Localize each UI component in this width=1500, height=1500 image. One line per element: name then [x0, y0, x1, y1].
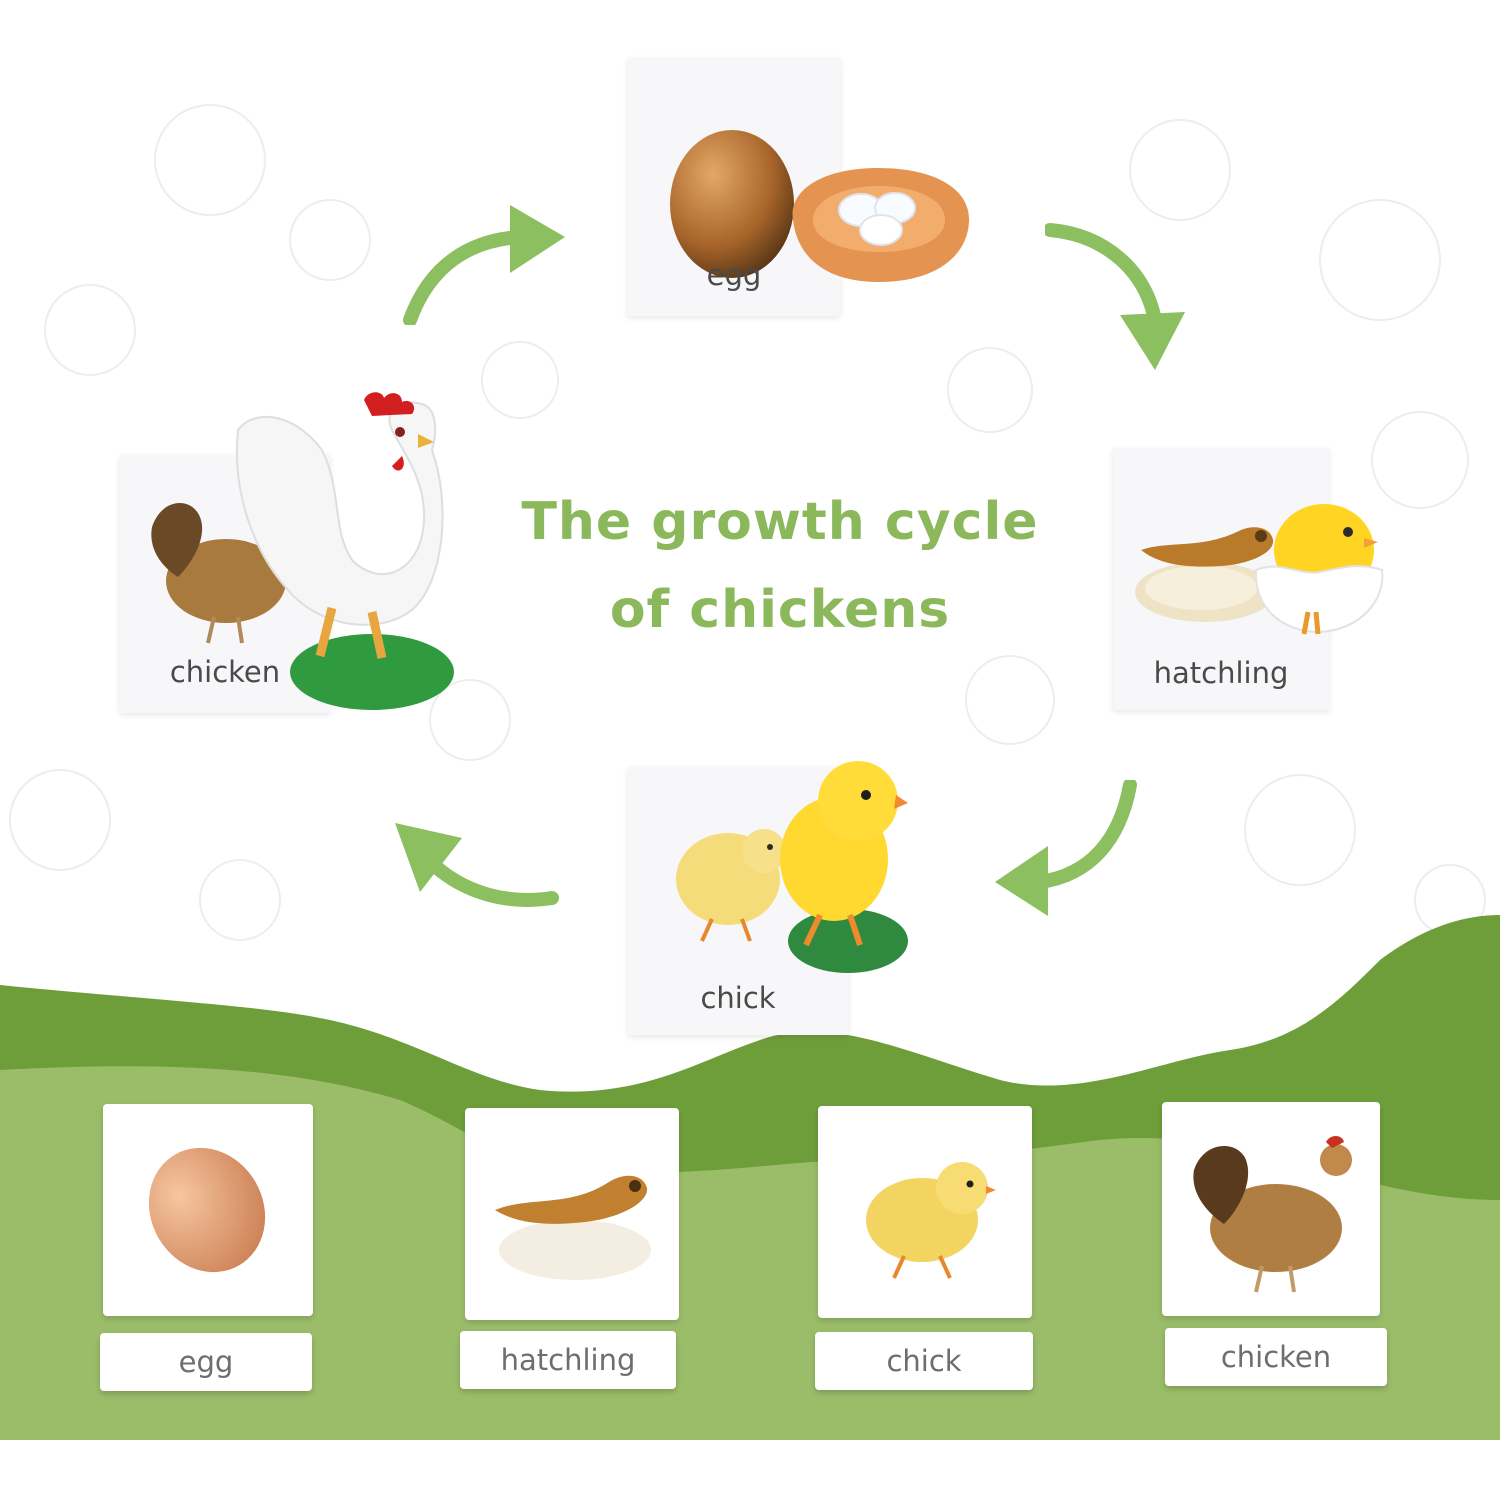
- word-plate-chick: chick: [815, 1332, 1033, 1390]
- hatchling-icon: [495, 1175, 651, 1280]
- hill-light-layer: [0, 1066, 1500, 1440]
- title-line-1: The growth cycle: [521, 492, 1039, 552]
- chick-icon: [866, 1162, 996, 1279]
- picture-card-chick: [818, 1106, 1032, 1318]
- arrow-hatchling-to-chick: [995, 780, 1137, 916]
- brown-egg-icon: [670, 130, 794, 278]
- cycle-card-label: chick: [700, 981, 776, 1015]
- arrow-chicken-to-egg: [403, 205, 565, 325]
- hatching-egg-icon: [1135, 527, 1275, 622]
- background-sketch-pattern: [9, 104, 1486, 941]
- arrow-chick-to-chicken: [395, 823, 559, 907]
- cycle-card-label: chicken: [169, 655, 281, 689]
- word-plate-egg: egg: [100, 1333, 312, 1391]
- white-hen-figurine: [235, 392, 454, 710]
- cycle-card-label: hatchling: [1153, 656, 1289, 690]
- word-plate-chicken: chicken: [1165, 1328, 1387, 1386]
- egg-icon: [148, 1147, 266, 1273]
- nest-with-eggs-figurine: [792, 168, 970, 282]
- hen-icon: [1193, 1136, 1352, 1293]
- arrow-egg-to-hatchling: [1045, 223, 1185, 370]
- yellow-chick-figurine: [780, 761, 908, 973]
- chick-photo-icon: [676, 829, 786, 942]
- page-title: The growth cycle of chickens: [470, 478, 1090, 654]
- word-plate-hatchling: hatchling: [460, 1331, 676, 1389]
- cycle-card-egg: egg: [628, 58, 840, 316]
- picture-card-hatchling: [465, 1108, 679, 1320]
- chick-in-shell-figurine: [1254, 504, 1384, 635]
- brown-hen-photo-icon: [151, 503, 286, 644]
- picture-card-egg: [103, 1104, 313, 1316]
- title-line-2: of chickens: [609, 580, 951, 640]
- cycle-card-label: egg: [706, 258, 762, 292]
- picture-card-chicken: [1162, 1102, 1380, 1316]
